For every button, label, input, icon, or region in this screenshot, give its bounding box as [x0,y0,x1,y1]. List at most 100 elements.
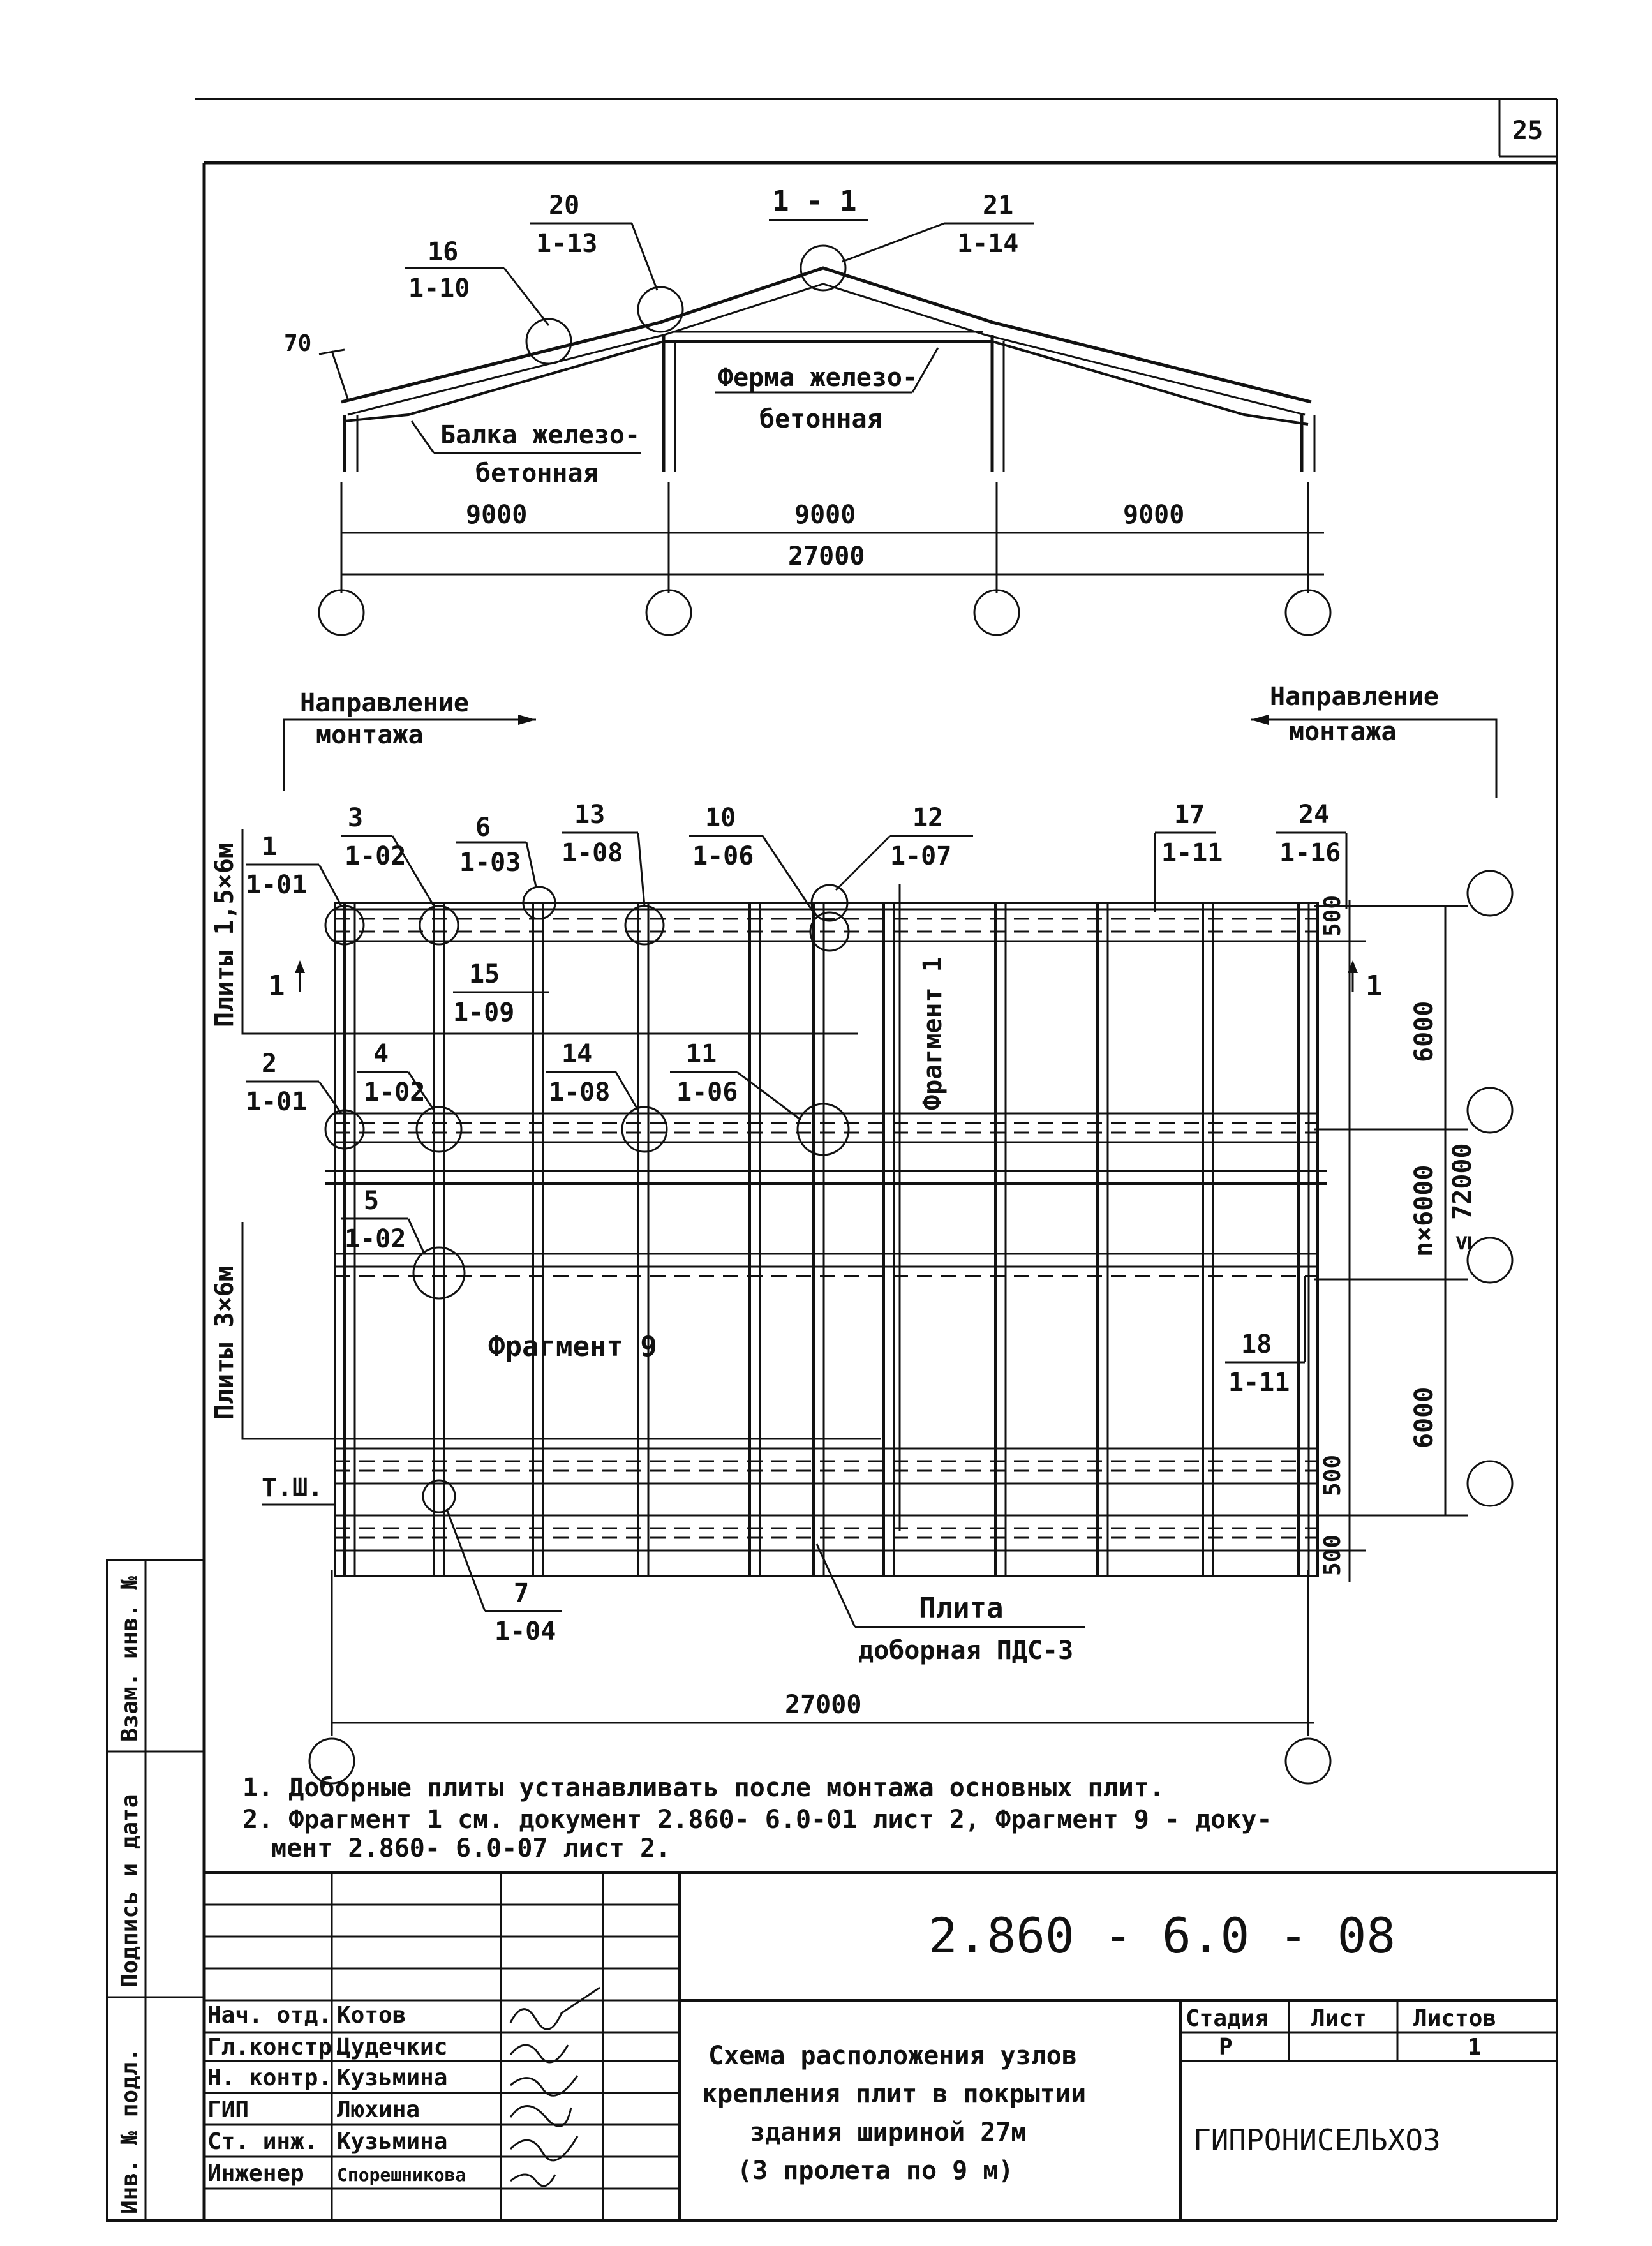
signatures [509,1986,600,2187]
callout-17: 17 [1174,800,1205,829]
direction-right-1: Направление [1270,682,1439,711]
callout-5: 5 [364,1186,379,1216]
plate-brackets: Плиты 1,5×6м Плиты 3×6м [210,829,881,1440]
name-3: Люхина [337,2097,420,2123]
callout-3: 3 [348,803,363,833]
stage-header: Стадия [1186,2005,1269,2032]
plates-top: Плиты 1,5×6м [210,843,239,1027]
plan-callouts: 1 1-01 3 1-02 6 1-03 13 1-08 10 1-06 12 … [246,800,1348,1646]
page-number: 25 [1512,116,1543,145]
name-0: Котов [337,2002,406,2028]
plan-view: Направление монтажа Направление монтажа [210,682,1514,1785]
organization: ГИПРОНИСЕЛЬХОЗ [1193,2123,1441,2157]
dim-6000-top: 6000 [1410,1001,1439,1062]
ts-label: Т.Ш. [262,1473,323,1503]
callout-11-ref: 1-06 [676,1078,738,1107]
doc-code: 2.860 - 6.0 - 08 [928,1907,1395,1964]
callout-18-ref: 1-11 [1228,1368,1290,1397]
span-2: 9000 [794,500,856,530]
callout-7-ref: 1-04 [495,1617,556,1646]
notes: 1. Доборные плиты устанавливать после мо… [242,1773,1272,1863]
beam-label-1: Балка железо- [440,420,640,450]
plate-label-1: Плита [919,1592,1003,1625]
dim-n6000: n×6000 [1410,1165,1439,1258]
truss-label-1: Ферма железо- [718,363,918,392]
span-1: 9000 [466,500,527,530]
stage-value: Р [1219,2034,1233,2060]
direction-left-2: монтажа [316,720,424,750]
callout-17-ref: 1-11 [1161,838,1223,868]
title-block: Нач. отд. Котов Гл.констр. Цудечкис Н. к… [204,1871,1557,2220]
callout-3-ref: 1-02 [345,842,406,871]
dim-500-a: 500 [1320,1455,1346,1496]
role-5: Инженер [207,2160,304,2187]
sheets-value: 1 [1468,2034,1482,2060]
callout-13-ref: 1-08 [562,838,623,868]
plates-bottom: Плиты 3×6м [210,1266,239,1420]
right-dimensions: 500 6000 n×6000 ≤ 72000 6000 500 500 [1314,870,1514,1582]
plate-label-2: доборная ПДС-3 [858,1636,1073,1665]
note-2: 2. Фрагмент 1 см. документ 2.860- 6.0-01… [242,1805,1272,1834]
callout-4: 4 [373,1039,389,1069]
title-line-1: Схема расположения узлов [708,2041,1077,2071]
callout-15: 15 [469,960,500,989]
direction-right-2: монтажа [1289,717,1397,747]
note-3: мент 2.860- 6.0-07 лист 2. [271,1834,671,1863]
callout-15-ref: 1-09 [453,998,514,1027]
dim-500-b: 500 [1320,1535,1346,1576]
name-2: Кузьмина [337,2065,447,2091]
callout-16: 16 [428,237,458,267]
callout-21-ref: 1-14 [957,229,1018,258]
direction-left-1: Направление [300,688,469,718]
beam-label-2: бетонная [475,459,599,488]
role-0: Нач. отд. [207,2002,332,2028]
fragment-9: Фрагмент 9 [488,1330,657,1363]
callout-5-ref: 1-02 [345,1224,406,1254]
section-mark-right: 1 [1366,970,1383,1002]
callout-2-ref: 1-01 [246,1087,307,1117]
slope-note: 70 [284,331,311,357]
section-1-1: 1 - 1 70 16 1-10 20 1-13 [284,185,1332,636]
truss-label-2: бетонная [759,405,882,434]
callout-6-ref: 1-03 [459,848,521,877]
name-4: Кузьмина [337,2129,447,2155]
callout-11: 11 [686,1039,717,1069]
name-5: Спорешникова [337,2164,466,2185]
sheets-header: Листов [1413,2005,1496,2032]
title-line-4: (3 пролета по 9 м) [737,2156,1013,2185]
side-stamp: Взам. инв. № Подпись и дата Инв. № подл. [106,1559,205,2222]
role-4: Ст. инж. [207,2129,318,2155]
node-circles [324,884,850,1513]
total-width: 27000 [785,1690,861,1720]
callout-20-ref: 1-13 [536,229,597,258]
stamp-inv: Инв. № подл. [117,2048,143,2214]
callout-12-ref: 1-07 [890,842,951,871]
callout-1-ref: 1-01 [246,870,307,900]
note-1: 1. Доборные плиты устанавливать после мо… [242,1773,1165,1803]
section-title: 1 - 1 [772,185,856,218]
role-2: Н. контр. [207,2065,332,2091]
callout-16-ref: 1-10 [408,274,470,303]
callout-24-ref: 1-16 [1279,838,1341,868]
dim-max: ≤ 72000 [1448,1143,1477,1251]
callout-14: 14 [562,1039,592,1069]
fragment-1: Фрагмент 1 [918,956,948,1110]
section-mark-left: 1 [268,970,285,1002]
callout-12: 12 [912,803,943,833]
sheet-header: Лист [1311,2005,1367,2032]
dim-500-top: 500 [1320,895,1346,937]
dim-6000-bot: 6000 [1410,1387,1439,1448]
callout-24: 24 [1299,800,1329,829]
total-span: 27000 [788,542,865,571]
callout-21: 21 [983,191,1013,220]
callout-18: 18 [1241,1330,1272,1359]
stamp-podpis: Подпись и дата [117,1794,143,1988]
callout-20: 20 [549,191,579,220]
role-3: ГИП [207,2097,249,2123]
callout-14-ref: 1-08 [549,1078,610,1107]
plan-beams [325,908,1327,1552]
title-line-2: крепления плит в покрытии [702,2079,1086,2109]
name-1: Цудечкис [337,2034,447,2060]
callout-10-ref: 1-06 [692,842,754,871]
